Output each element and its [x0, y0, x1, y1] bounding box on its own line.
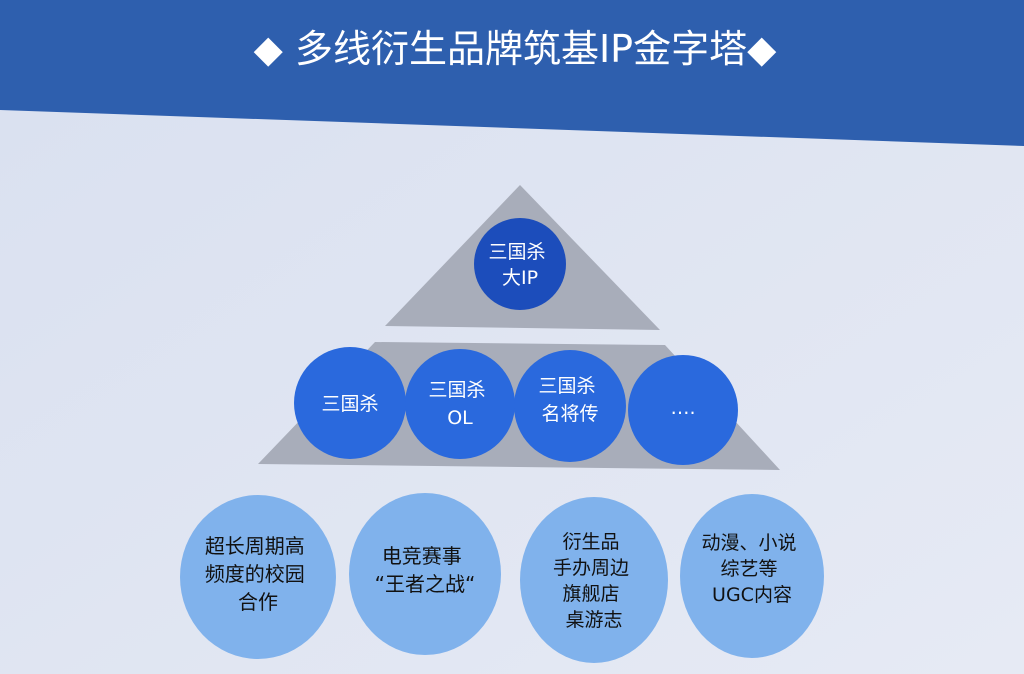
svg-text:三国杀 大IP: 三国杀 大IP	[488, 241, 551, 289]
svg-text:三国杀: 三国杀	[321, 393, 378, 415]
tier3-line: 动漫、小说	[701, 532, 796, 554]
tier3-line: 桌游志	[565, 609, 622, 631]
tier3-line: 超长周期高	[205, 534, 305, 558]
svg-text:三国杀 OL: 三国杀 OL	[428, 379, 491, 429]
tier2-line: 三国杀	[428, 379, 485, 401]
tier3-line: “王者之战“	[375, 572, 476, 596]
svg-text:超长周期高 频度的校园 合作: 超长周期高 频度的校园 合作	[205, 534, 311, 614]
tier3-node: 动漫、小说 综艺等 UGC内容	[680, 494, 824, 658]
tier3-line: 旗舰店	[562, 583, 619, 605]
svg-text:衍生品 手办周边 旗舰店: 衍生品 手办周边 旗舰店 桌游志	[553, 531, 635, 631]
tier2-line: OL	[447, 407, 473, 429]
tier2-line: 名将传	[541, 403, 598, 425]
svg-text:动漫、小说 综艺等 UGC内容: 动漫、小说 综艺等 UGC内容	[701, 532, 802, 606]
apex-node: 三国杀 大IP	[474, 218, 566, 310]
tier2-node: 三国杀	[294, 347, 406, 459]
slide-title: ◆ 多线衍生品牌筑基IP金字塔◆	[254, 27, 777, 71]
tier3-line: UGC内容	[712, 584, 792, 606]
tier3-line: 手办周边	[553, 557, 629, 579]
tier3-line: 频度的校园	[205, 562, 305, 586]
svg-text:三国杀 名将传: 三国杀 名将传	[538, 375, 601, 425]
tier3-node: 衍生品 手办周边 旗舰店 桌游志	[520, 497, 668, 663]
tier3-line: 电竞赛事	[382, 544, 462, 568]
tier2-node: ….	[628, 355, 738, 465]
tier2-line: 三国杀	[538, 375, 595, 397]
tier2-node: 三国杀 OL	[405, 349, 515, 459]
apex-line: 大IP	[502, 267, 538, 289]
tier2-line: ….	[670, 397, 695, 419]
apex-line: 三国杀	[488, 241, 545, 263]
svg-text:电竞赛事 “王者之战“: 电竞赛事 “王者之战“	[375, 544, 476, 596]
tier3-line: 合作	[238, 590, 278, 614]
tier2-line: 三国杀	[321, 393, 378, 415]
title-banner	[0, 0, 1024, 146]
svg-text:….: ….	[670, 397, 695, 419]
tier3-line: 衍生品	[562, 531, 619, 553]
tier3-node: 超长周期高 频度的校园 合作	[180, 495, 336, 659]
tier3-node: 电竞赛事 “王者之战“	[349, 493, 501, 655]
tier2-node: 三国杀 名将传	[514, 350, 626, 462]
tier3-line: 综艺等	[720, 558, 777, 580]
